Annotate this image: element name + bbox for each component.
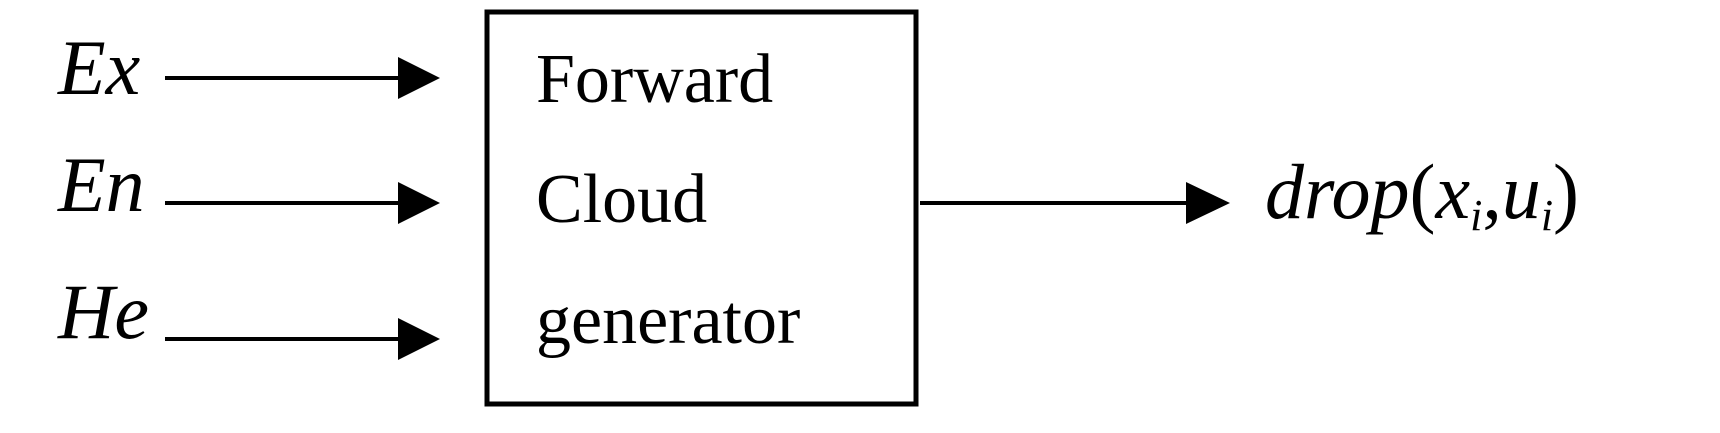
input-arrow-ex [165, 57, 440, 99]
generator-block [484, 9, 919, 407]
input-label-en: En [57, 141, 145, 228]
input-label-ex: Ex [57, 24, 141, 111]
output-arrow [920, 182, 1230, 224]
block-line-generator: generator [536, 282, 800, 359]
output-comma: , [1482, 148, 1502, 235]
output-close-paren: ) [1553, 148, 1579, 235]
output-var-x: x [1434, 148, 1470, 235]
output-sub-i-1: i [1470, 191, 1482, 240]
input-arrow-en [165, 182, 440, 224]
output-label: drop(xi,ui) [1265, 148, 1579, 240]
input-label-he: He [57, 268, 149, 355]
output-sub-i-2: i [1541, 191, 1553, 240]
input-arrow-he [165, 318, 440, 360]
block-line-forward: Forward [536, 41, 773, 118]
output-open-paren: ( [1409, 148, 1435, 235]
output-var-u: u [1502, 148, 1541, 235]
block-line-cloud: Cloud [536, 161, 707, 238]
output-function: drop [1265, 148, 1409, 235]
